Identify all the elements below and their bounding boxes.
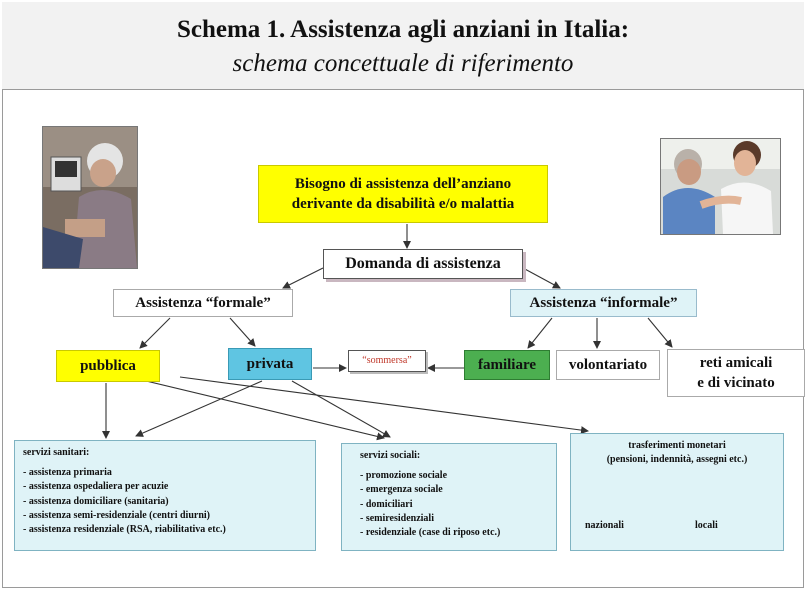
- demand-label: Domanda di assistenza: [345, 255, 501, 273]
- arrow-pubblica-trasferimenti: [179, 376, 589, 435]
- sociali-item: - semiresidenziali: [360, 512, 434, 524]
- arrow-demand-informal: [522, 267, 561, 289]
- sociali-item: - domiciliari: [360, 498, 413, 510]
- need-line-1: Bisogno di assistenza dell’anziano: [294, 175, 512, 192]
- familiare-label: familiare: [477, 356, 537, 373]
- servizi-sociali-heading: servizi sociali:: [360, 450, 421, 461]
- demand-box: Domanda di assistenza: [323, 249, 523, 279]
- pubblica-label: pubblica: [80, 357, 136, 374]
- sanitari-item: - assistenza primaria: [23, 467, 112, 479]
- trasferimenti-box: trasferimenti monetari (pensioni, indenn…: [570, 433, 784, 551]
- trasferimenti-heading-2: (pensioni, indennità, assegni etc.): [606, 454, 748, 466]
- diagram-title: Schema 1. Assistenza agli anziani in Ita…: [176, 16, 630, 43]
- sanitari-item: - assistenza residenziale (RSA, riabilit…: [23, 523, 226, 535]
- sanitari-item: - assistenza domiciliare (sanitaria): [23, 495, 169, 507]
- arrow-informal-reti: [647, 317, 673, 348]
- arrow-pubblica-sociali: [141, 379, 385, 441]
- arrow-privata-sanitari: [135, 380, 263, 437]
- volontariato-box: volontariato: [556, 350, 660, 380]
- sociali-item: - promozione sociale: [360, 470, 448, 482]
- servizi-sanitari-heading: servizi sanitari:: [23, 447, 90, 458]
- arrow-demand-formal: [282, 267, 324, 289]
- familiare-box: familiare: [464, 350, 550, 380]
- need-box: Bisogno di assistenza dell’anziano deriv…: [258, 165, 548, 223]
- sommersa-box: “sommersa”: [348, 350, 426, 372]
- arrow-informal-familiare: [527, 317, 553, 349]
- trasferimenti-nazionali: nazionali: [585, 520, 624, 531]
- sanitari-item: - assistenza semi-residenziale (centri d…: [23, 509, 211, 521]
- informal-prefix: Assistenza: [529, 294, 600, 311]
- privata-label: privata: [246, 355, 294, 372]
- trasferimenti-locali: locali: [695, 520, 718, 531]
- formal-word: “formale”: [205, 294, 271, 311]
- informal-assistance-box: Assistenza “informale”: [510, 289, 697, 317]
- arrow-privata-sociali: [291, 380, 391, 438]
- reti-box: reti amicali e di vicinato: [667, 349, 805, 397]
- sommersa-label: “sommersa”: [362, 355, 412, 367]
- trasferimenti-heading-1: trasferimenti monetari: [628, 440, 726, 451]
- pubblica-box: pubblica: [56, 350, 160, 382]
- header: Schema 1. Assistenza agli anziani in Ita…: [2, 2, 804, 90]
- reti-line-1: reti amicali: [699, 354, 773, 371]
- servizi-sanitari-box: servizi sanitari: - assistenza primaria …: [14, 440, 316, 551]
- arrow-formal-pubblica: [139, 317, 171, 349]
- informal-word: “informale”: [599, 294, 678, 311]
- servizi-sociali-box: servizi sociali: - promozione sociale - …: [341, 443, 557, 551]
- reti-line-2: e di vicinato: [697, 375, 775, 391]
- privata-box: privata: [228, 348, 312, 380]
- formal-assistance-box: Assistenza “formale”: [113, 289, 293, 317]
- volontariato-label: volontariato: [568, 356, 648, 373]
- need-line-2: derivante da disabilità e/o malattia: [291, 196, 515, 212]
- sanitari-item: - assistenza ospedaliera per acuzie: [23, 481, 169, 493]
- diagram-subtitle: schema concettuale di riferimento: [232, 50, 574, 77]
- formal-prefix: Assistenza: [135, 294, 206, 311]
- sociali-item: - residenziale (case di riposo etc.): [360, 526, 501, 538]
- elderly-care-photo: [42, 126, 138, 269]
- sociali-item: - emergenza sociale: [360, 484, 443, 496]
- caregiver-photo: [660, 138, 781, 235]
- arrow-formal-privata: [229, 317, 256, 347]
